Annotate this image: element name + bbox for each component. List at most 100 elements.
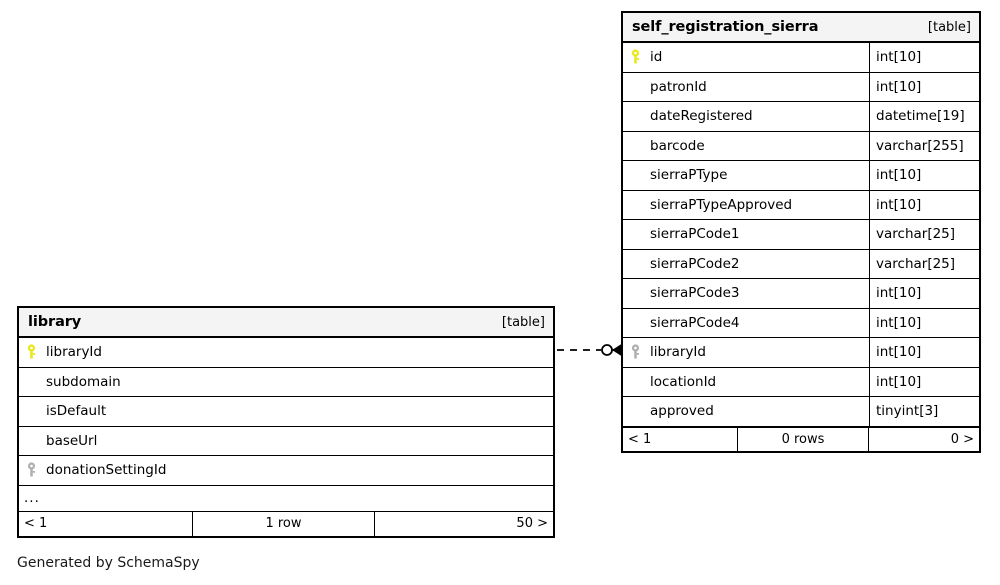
column-name-cell: sierraPCode2 bbox=[623, 250, 869, 279]
column-label: barcode bbox=[650, 137, 705, 154]
column-name-cell: locationId bbox=[623, 368, 869, 397]
column-name-cell: isDefault bbox=[19, 397, 553, 426]
table-row[interactable]: approved tinyint[3] bbox=[623, 397, 979, 427]
column-type-label: tinyint[3] bbox=[876, 403, 939, 420]
column-type-cell: int[10] bbox=[869, 367, 979, 396]
column-type-label: varchar[25] bbox=[876, 226, 956, 243]
next-page-label: 0 > bbox=[950, 431, 974, 447]
column-type-label: int[10] bbox=[876, 344, 922, 361]
next-page-button[interactable]: 50 > bbox=[375, 512, 553, 536]
column-name-cell: baseUrl bbox=[19, 427, 553, 456]
column-name-cell: sierraPTypeApproved bbox=[623, 191, 869, 220]
table-title-library: library bbox=[28, 314, 82, 330]
row-count-text: 0 rows bbox=[781, 431, 825, 447]
primary-key-icon bbox=[630, 49, 650, 65]
column-label: sierraPCode3 bbox=[650, 285, 740, 302]
column-name-cell: id bbox=[623, 43, 869, 72]
table-footer-self-registration-sierra: < 1 0 rows 0 > bbox=[623, 426, 979, 451]
column-name-cell: sierraPType bbox=[623, 161, 869, 190]
column-name-cell: barcode bbox=[623, 132, 869, 161]
table-row[interactable]: donationSettingId bbox=[19, 456, 553, 486]
table-header-self-registration-sierra: self_registration_sierra [table] bbox=[623, 13, 979, 43]
column-type-cell: varchar[25] bbox=[869, 249, 979, 278]
column-type-label: int[10] bbox=[876, 167, 922, 184]
column-type-label: int[10] bbox=[876, 285, 922, 302]
table-row[interactable]: sierraPType int[10] bbox=[623, 161, 979, 191]
table-row[interactable]: baseUrl bbox=[19, 427, 553, 456]
table-row[interactable]: patronId int[10] bbox=[623, 72, 979, 102]
table-row[interactable]: sierraPTypeApproved int[10] bbox=[623, 190, 979, 220]
column-name-cell: donationSettingId bbox=[19, 456, 553, 485]
table-row[interactable]: locationId int[10] bbox=[623, 367, 979, 397]
prev-page-button[interactable]: < 1 bbox=[19, 512, 192, 536]
column-type-cell: int[10] bbox=[869, 279, 979, 308]
table-footer-library: < 1 1 row 50 > bbox=[19, 511, 553, 536]
more-columns-indicator: ... bbox=[19, 486, 553, 512]
column-label: libraryId bbox=[46, 344, 102, 361]
column-type-label: int[10] bbox=[876, 49, 922, 66]
column-name-cell: dateRegistered bbox=[623, 102, 869, 131]
more-columns-ellipsis: ... bbox=[24, 490, 40, 506]
column-type-cell: int[10] bbox=[869, 190, 979, 219]
foreign-key-icon bbox=[630, 344, 650, 360]
column-name-cell: sierraPCode1 bbox=[623, 220, 869, 249]
next-page-label: 50 > bbox=[516, 516, 548, 531]
table-row[interactable]: dateRegistered datetime[19] bbox=[623, 102, 979, 132]
column-label: sierraPCode1 bbox=[650, 226, 740, 243]
column-type-cell: int[10] bbox=[869, 43, 979, 72]
column-label: sierraPTypeApproved bbox=[650, 196, 793, 213]
column-type-label: datetime[19] bbox=[876, 108, 965, 125]
column-type-cell: datetime[19] bbox=[869, 102, 979, 131]
table-entity-library[interactable]: library [table] libraryId bbox=[17, 306, 555, 538]
foreign-key-icon bbox=[26, 462, 46, 478]
relationship-connector-library-to-self-registration-sierra[interactable] bbox=[556, 338, 624, 362]
column-type-cell: int[10] bbox=[869, 338, 979, 367]
column-label: locationId bbox=[650, 373, 717, 390]
relationship-optional-circle-marker bbox=[601, 344, 613, 356]
column-label: approved bbox=[650, 403, 714, 420]
row-count-label: 1 row bbox=[192, 511, 375, 536]
column-label: sierraPType bbox=[650, 167, 728, 184]
column-label: id bbox=[650, 49, 663, 66]
column-name-cell: libraryId bbox=[623, 338, 869, 367]
table-header-library: library [table] bbox=[19, 308, 553, 338]
column-type-cell: tinyint[3] bbox=[869, 397, 979, 426]
column-label: sierraPCode4 bbox=[650, 314, 740, 331]
table-row[interactable]: sierraPCode1 varchar[25] bbox=[623, 220, 979, 250]
table-row[interactable]: libraryId int[10] bbox=[623, 338, 979, 368]
table-row[interactable]: isDefault bbox=[19, 397, 553, 427]
next-page-button[interactable]: 0 > bbox=[869, 428, 979, 451]
column-name-cell: libraryId bbox=[19, 338, 553, 367]
prev-page-button[interactable]: < 1 bbox=[623, 428, 737, 451]
column-type-cell: int[10] bbox=[869, 308, 979, 337]
table-row[interactable]: sierraPCode3 int[10] bbox=[623, 279, 979, 309]
table-row[interactable]: barcode varchar[255] bbox=[623, 131, 979, 161]
column-label: libraryId bbox=[650, 344, 706, 361]
primary-key-icon bbox=[26, 344, 46, 360]
column-label: dateRegistered bbox=[650, 108, 753, 125]
row-count-label: 0 rows bbox=[737, 427, 869, 451]
table-entity-self-registration-sierra[interactable]: self_registration_sierra [table] id int[… bbox=[621, 11, 981, 453]
column-type-cell: int[10] bbox=[869, 72, 979, 101]
column-type-label: int[10] bbox=[876, 196, 922, 213]
column-type-cell: varchar[25] bbox=[869, 220, 979, 249]
table-row[interactable]: libraryId bbox=[19, 338, 553, 368]
row-count-text: 1 row bbox=[265, 516, 302, 531]
table-row[interactable]: id int[10] bbox=[623, 43, 979, 73]
prev-page-label: < 1 bbox=[24, 516, 48, 531]
column-name-cell: patronId bbox=[623, 73, 869, 102]
table-row[interactable]: sierraPCode2 varchar[25] bbox=[623, 249, 979, 279]
table-kind-label-library: [table] bbox=[501, 314, 545, 330]
column-type-label: int[10] bbox=[876, 78, 922, 95]
column-type-cell: int[10] bbox=[869, 161, 979, 190]
column-name-cell: approved bbox=[623, 397, 869, 426]
table-row[interactable]: subdomain bbox=[19, 368, 553, 397]
table-row[interactable]: sierraPCode4 int[10] bbox=[623, 308, 979, 338]
column-type-label: varchar[255] bbox=[876, 137, 964, 154]
column-label: donationSettingId bbox=[46, 462, 167, 479]
column-type-cell: varchar[255] bbox=[869, 131, 979, 160]
column-label: sierraPCode2 bbox=[650, 255, 740, 272]
table-kind-label-self-registration-sierra: [table] bbox=[927, 19, 971, 35]
table-title-self-registration-sierra: self_registration_sierra bbox=[632, 19, 819, 35]
column-type-label: varchar[25] bbox=[876, 255, 956, 272]
